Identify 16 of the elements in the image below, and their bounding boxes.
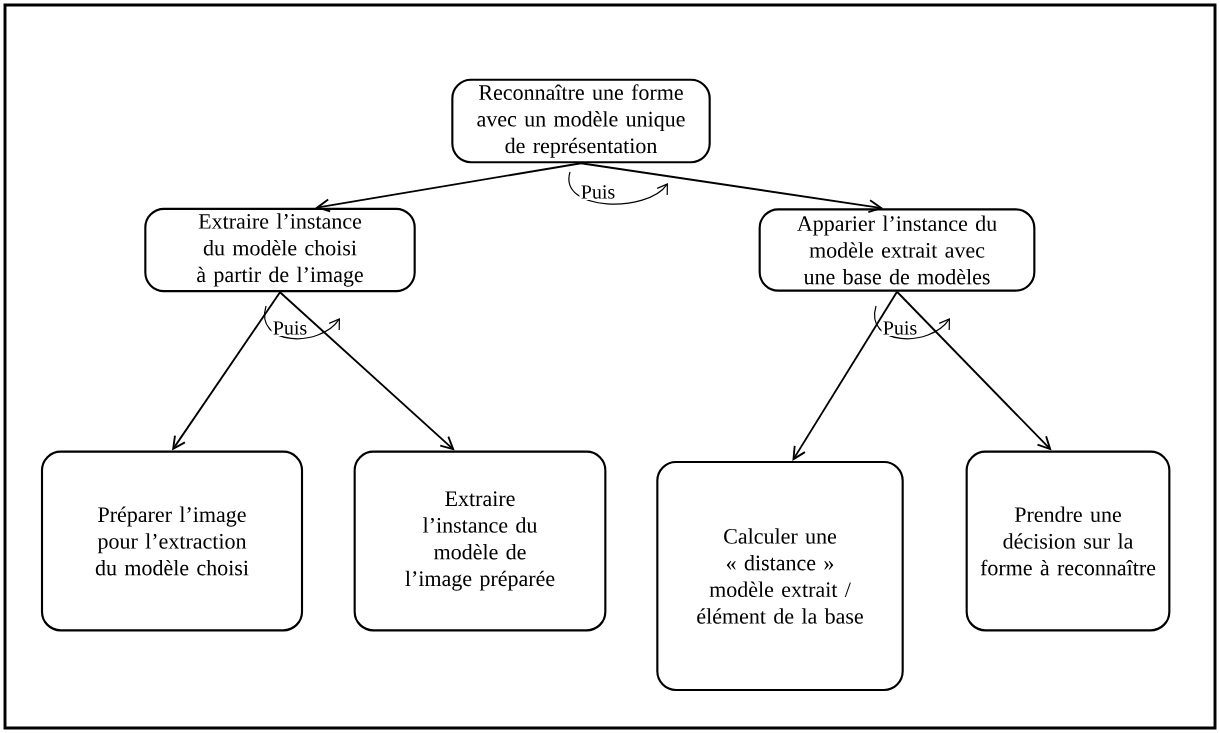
process-box: Calculer une « distance » modèle extrait / élément de la base	[656, 460, 904, 692]
arrow	[315, 162, 582, 213]
arrow	[172, 291, 281, 451]
step-label: Puis	[881, 319, 919, 337]
process-box: Prendre une décision sur la forme à reconnaître	[965, 450, 1171, 632]
step-label: Puis	[579, 183, 617, 201]
arrow	[279, 291, 455, 451]
process-box: Reconnaître une forme avec un modèle unique de représentation	[451, 78, 711, 164]
process-box: Préparer l’image pour l’extraction du modèle choisi	[40, 450, 304, 632]
process-box: Extraire l’instance du modèle de l’image préparée	[353, 450, 607, 632]
arrow	[896, 290, 1052, 451]
step-label: Puis	[271, 319, 309, 337]
process-box: Extraire l’instance du modèle choisi à partir de l’image	[144, 207, 416, 293]
process-box: Apparier l’instance du modèle extrait avec une base de modèles	[758, 208, 1036, 292]
arrow	[580, 162, 884, 214]
arrow	[792, 290, 898, 461]
